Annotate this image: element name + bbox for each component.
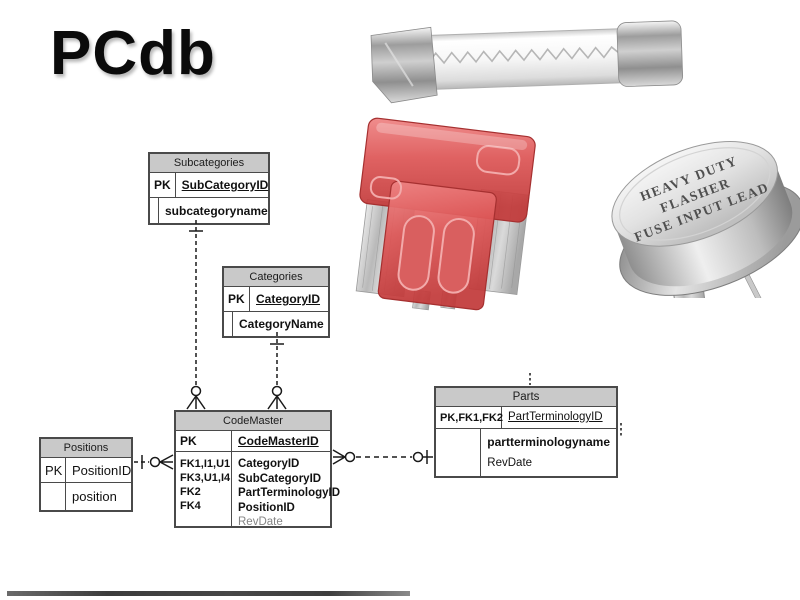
crow-foot [267, 395, 287, 410]
fk-key-line: FK3,U1,I4 [180, 472, 231, 484]
blade-fuse-photo [355, 117, 536, 311]
empty-key-cell [150, 198, 159, 223]
table-row: CategoryName [224, 312, 328, 336]
empty-key-cell [436, 429, 482, 476]
crow-foot [159, 454, 174, 470]
pk-key-cell: PK [224, 287, 250, 311]
flasher-photo: HEAVY DUTY FLASHER FUSE INPUT LEAD [611, 141, 800, 298]
fuse-right-cap [616, 20, 684, 87]
fuse-slot-right [437, 217, 475, 294]
fuse-highlight [376, 122, 528, 151]
pk-field-cell: SubCategoryID [181, 178, 269, 192]
field-line: PositionID [238, 501, 295, 514]
empty-key-cell [41, 483, 66, 510]
table-row: PK CategoryID [224, 287, 328, 312]
fk-key-cell: FK1,I1,U1 FK3,U1,I4 FK2 FK4 [176, 452, 232, 526]
table-categories: Categories PK CategoryID CategoryName [222, 266, 330, 338]
field-cell: CategoryName [239, 317, 324, 331]
table-title-positions: Positions [41, 439, 131, 458]
fuse-slot-top [475, 145, 521, 176]
zero-circle [149, 456, 161, 468]
glass-fuse-photo [370, 20, 684, 104]
table-title-parts: Parts [436, 388, 616, 407]
table-title-codemaster: CodeMaster [176, 412, 330, 431]
pk-key-cell: PK,FK1,FK2 [436, 407, 503, 428]
crow-foot [186, 395, 206, 410]
field-line: SubCategoryID [238, 472, 322, 485]
table-subcategories: Subcategories PK SubCategoryID subcatego… [148, 152, 270, 225]
page-title: PCdb [50, 19, 216, 88]
zero-circle [344, 451, 356, 463]
pk-field-cell: PartTerminologyID [508, 411, 603, 424]
zero-circle [412, 451, 424, 463]
fk-key-line: FK1,I1,U1 [180, 458, 231, 470]
pk-field-cell: CodeMasterID [238, 434, 319, 448]
field-line: PartTerminologyID [238, 487, 341, 499]
pk-field-cell: PositionID [72, 462, 132, 478]
fk-key-line: FK4 [180, 500, 201, 512]
field-cell: partterminologyname RevDate [481, 429, 616, 476]
field-line-muted: RevDate [238, 516, 283, 528]
flasher-top-face [611, 141, 779, 247]
empty-key-cell [224, 312, 233, 336]
table-row: position [41, 483, 131, 510]
fuse-red-body-center [377, 180, 497, 311]
table-row: PK SubCategoryID [150, 173, 268, 198]
pk-key-cell: PK [176, 431, 232, 451]
zero-circle [190, 385, 202, 397]
table-parts: Parts PK,FK1,FK2 PartTerminologyID partt… [434, 386, 618, 478]
pk-key-cell: PK [41, 458, 66, 482]
field-line: RevDate [487, 456, 533, 469]
pk-key-cell: PK [150, 173, 176, 197]
table-row: FK1,I1,U1 FK3,U1,I4 FK2 FK4 CategoryID S… [176, 452, 340, 528]
cap-scratch [384, 42, 414, 87]
footer-bar [7, 591, 410, 596]
table-row: subcategoryname [150, 198, 268, 223]
pk-field-cell: CategoryID [256, 292, 321, 306]
fuse-slot-side [369, 176, 403, 200]
fk-key-line: FK2 [180, 486, 201, 498]
table-title-subcategories: Subcategories [150, 154, 268, 173]
fuse-left-cap [370, 26, 438, 104]
table-codemaster: CodeMaster PK CodeMasterID FK1,I1,U1 FK3… [174, 410, 340, 528]
fuse-slot-left [397, 215, 435, 291]
table-row: PK CodeMasterID [176, 431, 330, 452]
field-cell: position [72, 489, 117, 504]
table-row: PK PositionID [41, 458, 131, 483]
field-line: CategoryID [238, 458, 300, 470]
field-cell: subcategoryname [165, 203, 268, 218]
flasher-rim [619, 147, 771, 241]
crow-foot [332, 449, 346, 465]
fuse-filament [429, 45, 621, 65]
table-title-categories: Categories [224, 268, 328, 287]
zero-circle [271, 385, 283, 397]
table-row: partterminologyname RevDate [436, 429, 616, 476]
table-row: PK,FK1,FK2 PartTerminologyID [436, 407, 616, 429]
field-line: partterminologyname [487, 435, 610, 449]
table-positions: Positions PK PositionID position [39, 437, 133, 512]
field-cell: CategoryID SubCategoryID PartTerminology… [232, 452, 346, 528]
